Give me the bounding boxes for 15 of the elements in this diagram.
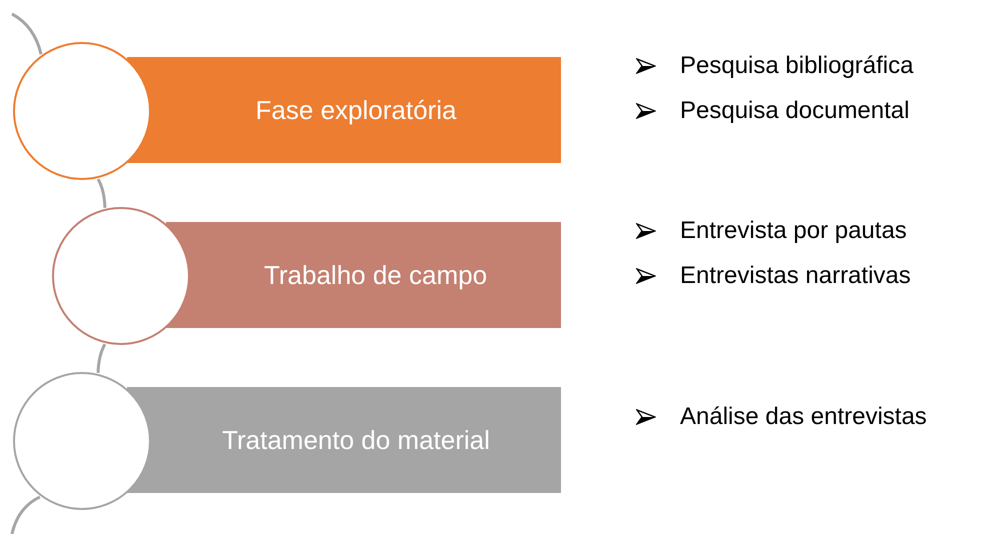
step-title: Tratamento do material <box>222 424 490 456</box>
step-title: Fase exploratória <box>256 94 456 126</box>
bullet-item: Entrevista por pautas <box>680 217 907 245</box>
bullet-item: Pesquisa bibliográfica <box>680 52 914 80</box>
bullet-item: Pesquisa documental <box>680 97 910 125</box>
bullet-item: Entrevistas narrativas <box>680 262 911 290</box>
connector-line <box>96 343 106 373</box>
step-bar <box>127 57 561 163</box>
step-bar <box>166 222 561 328</box>
connector-line <box>10 496 41 534</box>
step-bar <box>127 387 561 493</box>
step-title: Trabalho de campo <box>264 260 488 290</box>
bullet-item: Análise das entrevistas <box>680 403 927 431</box>
connector-line <box>11 12 42 55</box>
connector-line <box>96 178 106 208</box>
